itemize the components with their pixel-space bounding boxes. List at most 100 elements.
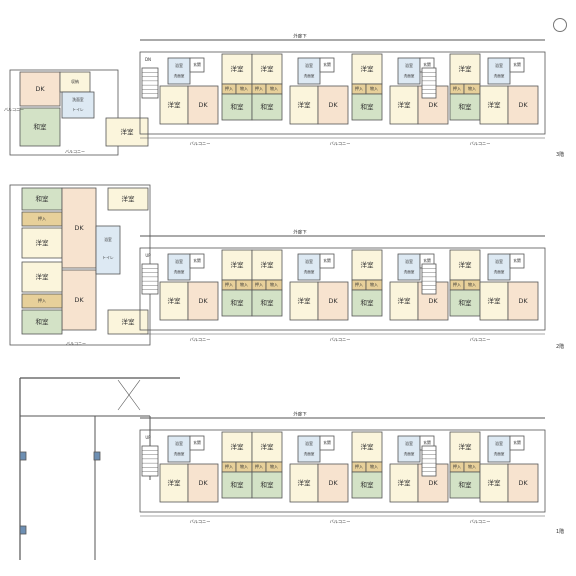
wing-2f-oshiire-2 [21,293,63,309]
text-45: 浴室 [495,258,503,264]
room-washitsu [251,93,283,121]
block-frame [139,247,546,331]
text-59: 押入 [355,463,363,469]
room-washitsu [449,289,481,317]
room-label-dk: DK [198,297,208,305]
text-67: 洗面室 [494,451,505,456]
floor-label-1f: 1階 [556,529,565,535]
floor-label-3f: 3階 [556,152,565,158]
room-label-dk: DK [518,297,528,305]
room-label-youshitsu: 洋室 [261,64,275,73]
text-56: 浴室 [305,440,313,446]
text-5: 玄関 [193,62,201,67]
wet-area [297,253,321,281]
room-label-dk: DK [35,85,45,93]
room-label-youshitsu: 洋室 [361,260,375,269]
text-42: 玄関 [423,258,431,263]
room-label-youshitsu: 洋室 [121,127,135,136]
room-label-youshitsu: 洋室 [398,296,412,305]
text-4: 洗面室 [174,73,185,78]
room-label-youshitsu: 洋室 [261,442,275,451]
text-58: 玄関 [323,440,331,445]
text-9: 物入 [270,85,278,91]
text-66: 浴室 [495,440,503,446]
room-label-washitsu: 和室 [459,102,473,111]
room-label-washitsu: 和室 [361,480,375,489]
room-label-washitsu: 和室 [34,122,48,131]
room-label-washitsu: 和室 [261,480,275,489]
wing-3f-frame [9,69,119,156]
entrance-box [509,253,525,269]
room-youshitsu [449,53,481,85]
text-57: 洗面室 [304,451,315,456]
room-label-youshitsu: 洋室 [488,478,502,487]
text-28: 浴室 [175,258,183,264]
balcony-label: バルコニー [330,337,351,342]
wet-area [487,57,511,85]
stair-right [421,263,437,295]
room-label-storage: 収納 [71,78,79,84]
room-label-youshitsu: 洋室 [398,100,412,109]
entrance-box [319,57,335,73]
text-55: 物入 [270,463,278,469]
room-label-youshitsu: 洋室 [36,238,50,247]
room-label-youshitsu: 洋室 [122,317,136,326]
wing-3f-balcony-bottom: バルコニー [65,149,85,154]
room-youshitsu [479,85,509,125]
room-label-washitsu: 和室 [361,298,375,307]
text-17: 玄関 [423,62,431,67]
text-21: 洗面室 [494,73,505,78]
room-label-youshitsu: 洋室 [122,194,136,203]
room-label-dk: DK [428,479,438,487]
room-washitsu [19,107,61,147]
room-youshitsu [159,463,189,503]
wet-area [167,435,191,463]
room-dk [61,269,97,331]
text-64: 押入 [453,463,461,469]
room-label-youshitsu: 洋室 [298,296,312,305]
entrance-box [319,435,335,451]
text-24: 押入 [38,297,46,303]
text-47: 玄関 [513,258,521,263]
text-19: 物入 [468,85,476,91]
text-33: 押入 [255,281,263,287]
entrance-box [319,253,335,269]
room-label-youshitsu: 洋室 [261,260,275,269]
text-41: 洗面室 [404,269,415,274]
text-39: 物入 [370,281,378,287]
room-youshitsu [351,53,383,85]
floor-label-2f: 2階 [556,344,565,350]
room-dk [317,463,349,503]
room-label-youshitsu: 洋室 [298,100,312,109]
text-44: 物入 [468,281,476,287]
text-26: トイレ [102,255,114,260]
stair-left [141,67,159,99]
room-label-washitsu: 和室 [36,194,50,203]
wet-area [297,435,321,463]
room-label-washitsu: 和室 [36,317,50,326]
room-dk [187,281,219,321]
text-49: 浴室 [175,440,183,446]
room-label-dk: DK [198,479,208,487]
text-48: UP [145,435,151,440]
text-23: 押入 [38,215,46,221]
room-dk [507,463,539,503]
room-label-youshitsu: 洋室 [168,100,182,109]
text-60: 物入 [370,463,378,469]
room-label-washitsu: 和室 [231,480,245,489]
room-washitsu [251,289,283,317]
room-label-washitsu: 和室 [459,298,473,307]
text-54: 押入 [255,463,263,469]
balcony-label: バルコニー [190,141,211,146]
text-46: 洗面室 [494,269,505,274]
entrance-box [189,57,205,73]
room-label-youshitsu: 洋室 [231,64,245,73]
stair-right [421,445,437,477]
room-label-youshitsu: 洋室 [298,478,312,487]
balcony-label: バルコニー [470,519,491,524]
room-washitsu [449,471,481,499]
room-label-dk: DK [198,101,208,109]
text-50: 洗面室 [174,451,185,456]
room-label-dk: DK [74,296,84,304]
